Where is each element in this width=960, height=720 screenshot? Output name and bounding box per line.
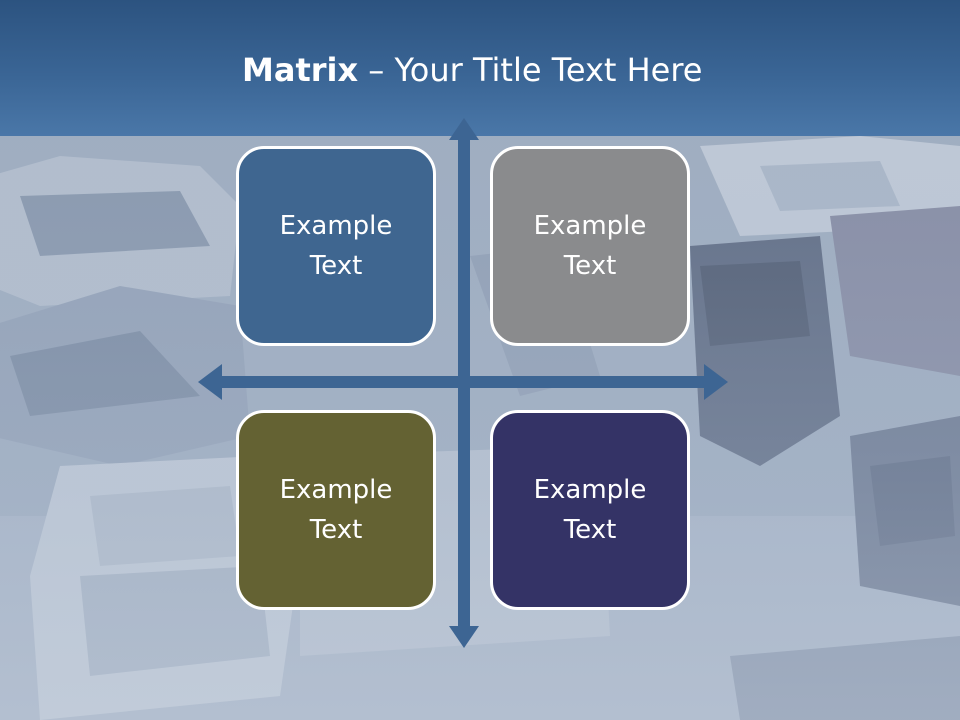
title-rest: – Your Title Text Here	[358, 51, 703, 89]
horizontal-axis	[216, 376, 710, 388]
quadrant-top-right: Example Text	[490, 146, 690, 346]
quadrant-bottom-left: Example Text	[236, 410, 436, 610]
axis-arrow-up	[449, 118, 479, 140]
quadrant-text: Example Text	[533, 475, 647, 545]
quadrant-top-left: Example Text	[236, 146, 436, 346]
axis-arrow-right	[704, 364, 728, 400]
title-bold: Matrix	[242, 51, 359, 89]
slide-title: Matrix – Your Title Text Here	[242, 48, 702, 92]
axis-arrow-down	[449, 626, 479, 648]
quadrant-bottom-right: Example Text	[490, 410, 690, 610]
title-band	[0, 0, 960, 136]
quadrant-text: Example Text	[279, 211, 393, 281]
quadrant-text: Example Text	[279, 475, 393, 545]
axis-arrow-left	[198, 364, 222, 400]
quadrant-text: Example Text	[533, 211, 647, 281]
background-wash	[0, 136, 960, 720]
